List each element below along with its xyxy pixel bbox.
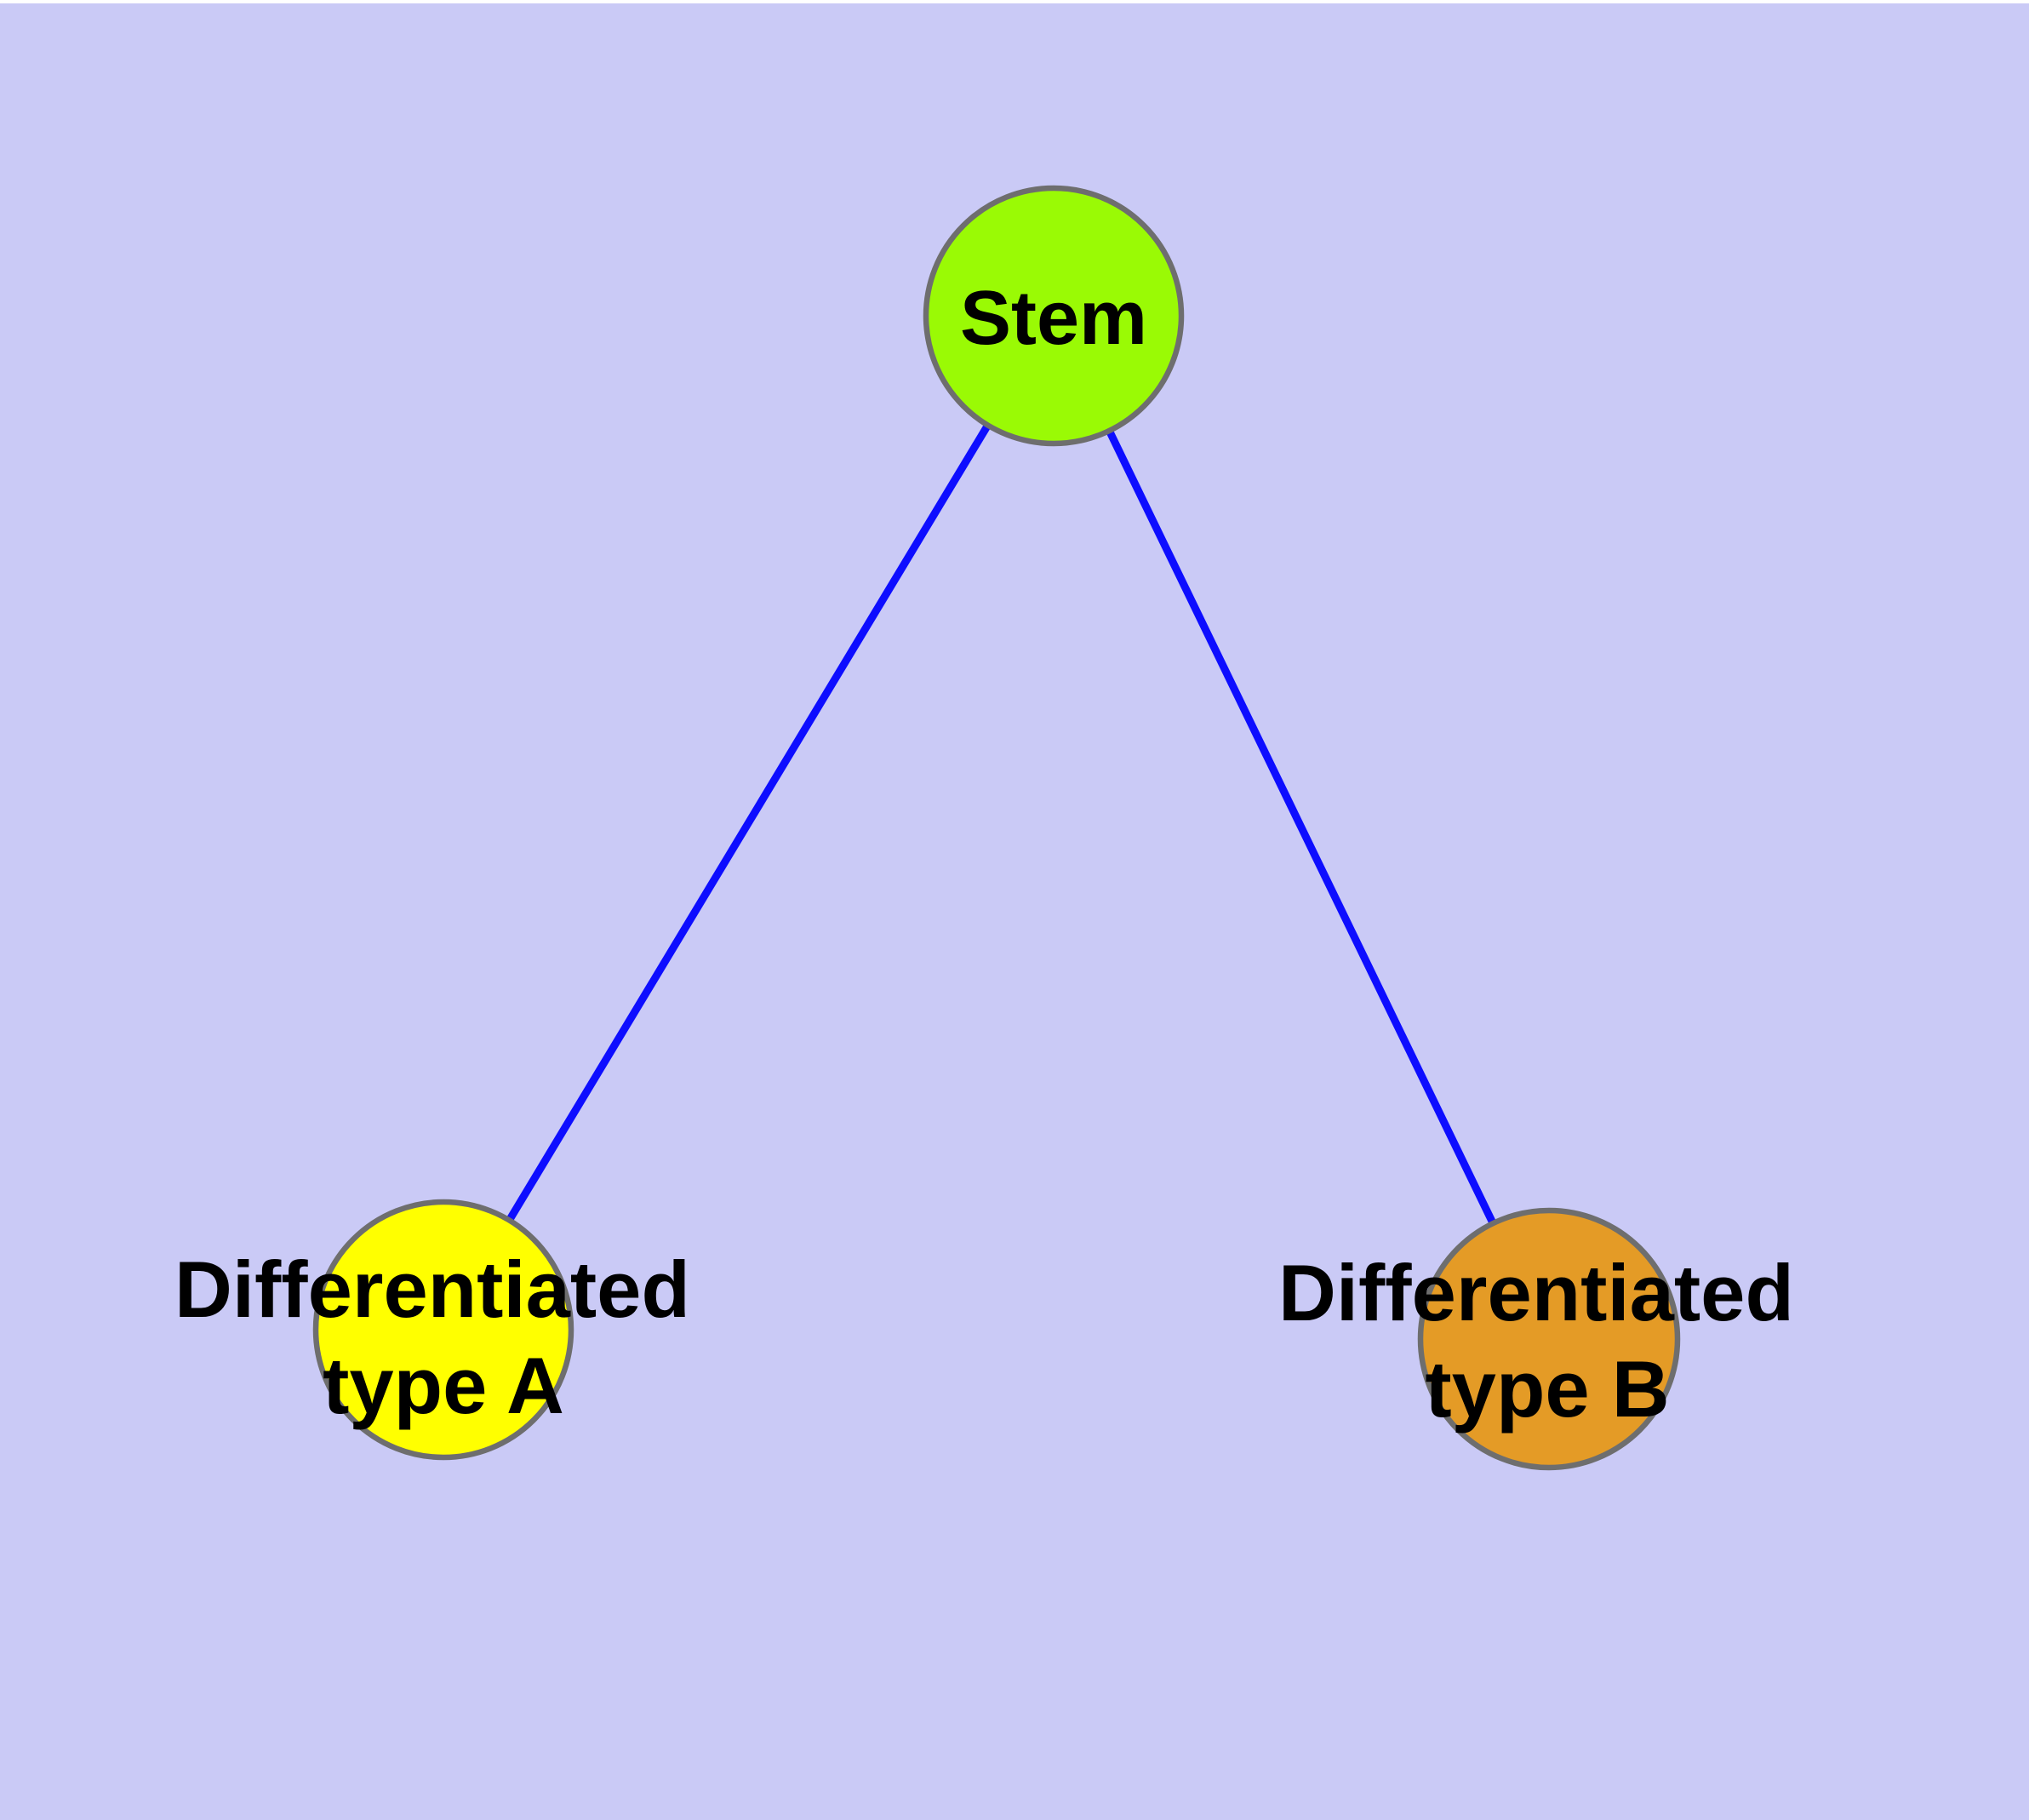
node-stem-label-text: Stem (960, 276, 1147, 361)
node-type-b-label-line2: type B (1425, 1344, 1669, 1434)
node-differentiated-type-a (312, 1199, 574, 1461)
node-type-a-label-line2: type A (323, 1341, 564, 1430)
node-stem (923, 185, 1185, 447)
edge-stem-to-type-b (1049, 314, 1553, 1341)
node-type-b-label: Differentiated type B (1278, 1248, 1816, 1434)
node-type-b-label-line1: Differentiated (1278, 1248, 1794, 1337)
node-stem-label: Stem (960, 276, 1147, 361)
top-border-strip (0, 0, 2029, 3)
node-type-a-label-line1: Differentiated (174, 1245, 690, 1334)
node-type-a-label: Differentiated type A (174, 1245, 712, 1430)
node-differentiated-type-b (1417, 1207, 1681, 1471)
edge-stem-to-type-a (440, 313, 1057, 1332)
